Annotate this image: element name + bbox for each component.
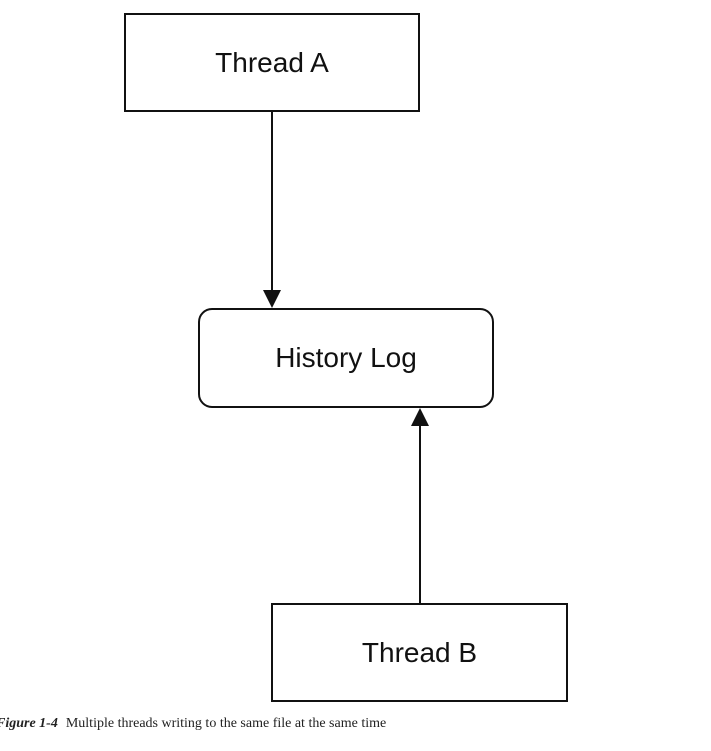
arrowhead-icon (263, 290, 281, 308)
edge-thread-b-to-history-log (411, 408, 429, 603)
thread-b-label: Thread B (361, 636, 478, 668)
thread-b-box: Thread B (271, 603, 568, 702)
caption-text: Multiple threads writing to the same fil… (65, 716, 387, 731)
thread-a-label: Thread A (215, 46, 329, 78)
history-log-box: History Log (198, 308, 494, 408)
figure-caption: Figure 1-4 Multiple threads writing to th… (0, 716, 696, 732)
figure-number: Figure 1-4 (0, 716, 58, 731)
arrowhead-icon (411, 408, 429, 426)
history-log-label: History Log (275, 342, 417, 373)
edge-thread-a-to-history-log (263, 112, 281, 308)
thread-a-box: Thread A (124, 13, 420, 112)
